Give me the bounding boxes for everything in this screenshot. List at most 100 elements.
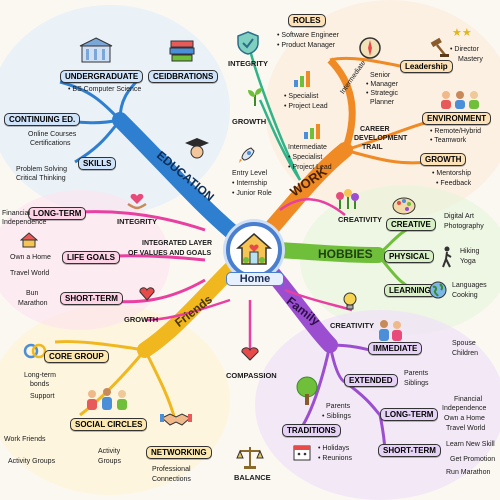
extended-line2: Siblings	[404, 380, 429, 387]
physical-line1: Hiking	[460, 248, 480, 255]
environment-node[interactable]: ENVIRONMENT	[422, 112, 492, 126]
bar-chart-icon	[292, 68, 314, 93]
heart-icon	[138, 286, 156, 307]
activity2-line1: Activity	[98, 448, 121, 455]
celebrations-node[interactable]: CEIDBRATIONS	[148, 70, 219, 84]
handshake-icon	[160, 408, 192, 435]
travel-label: Travel World	[10, 270, 50, 277]
creativity-flowers-icon	[334, 188, 360, 215]
immediate-line2: Children	[452, 350, 479, 357]
entry-line1: Entry Level	[232, 170, 268, 177]
senior-line1: • Manager	[366, 81, 399, 88]
lightbulb-icon	[342, 292, 358, 317]
intermediate-line1: • Specialist	[288, 154, 323, 161]
leadership-node[interactable]: Leadership	[400, 60, 453, 74]
financial-line2: Independence	[2, 219, 47, 226]
traditions-line1: • Holidays	[318, 445, 350, 452]
values-growth-label: GROWTH	[124, 315, 159, 324]
house-icon	[19, 232, 39, 253]
work-growth-label: GROWTH	[232, 117, 267, 126]
compassion-heart-icon	[238, 344, 262, 369]
life-goals-node[interactable]: LIFE GOALS	[62, 251, 120, 265]
intermediate-top-line2: • Project Lead	[284, 103, 328, 110]
networking-node[interactable]: NETWORKING	[146, 446, 212, 460]
hands-heart-icon	[126, 190, 148, 215]
roles-line2: • Product Manager	[277, 42, 336, 49]
environment-line1: • Remote/Hybrid	[430, 128, 482, 135]
immediate-line1: Spouse	[452, 340, 476, 347]
hobbies-creativity2-label: CREATIVITY	[330, 321, 375, 330]
learning-line1: Languages	[452, 282, 487, 289]
rocket-icon	[236, 146, 256, 171]
university-building-icon	[78, 36, 114, 71]
values-integrity-label: INTEGRITY	[117, 217, 158, 226]
marathon-label: Marathon	[18, 300, 48, 307]
extended-node[interactable]: EXTENDED	[344, 374, 398, 388]
continuing-line2: Certifications	[30, 140, 71, 147]
stars-icon: ★★	[452, 27, 472, 39]
undergraduate-detail: • BS Computer Science	[68, 86, 142, 93]
own-home-label: Own a Home	[10, 254, 51, 261]
extended-line1: Parents	[404, 370, 429, 377]
balance-label: BALANCE	[234, 473, 271, 482]
traditions-node[interactable]: TRADITIONS	[282, 424, 341, 438]
creative-line1: Digital Art	[444, 213, 474, 220]
center-label: Home	[226, 272, 284, 286]
family-short-line2: Get Promotion	[450, 456, 496, 463]
physical-node[interactable]: PHYSICAL	[384, 250, 435, 264]
family-people-icon	[376, 318, 406, 347]
entry-line3: • Junior Role	[232, 190, 272, 197]
roles-node[interactable]: ROLES	[288, 14, 326, 28]
growth2-node[interactable]: GROWTH	[420, 153, 467, 167]
traditions-line2: • Reunions	[318, 455, 352, 462]
family-long-term-node[interactable]: LONG-TERM	[380, 408, 439, 422]
book-stack-icon	[168, 38, 196, 69]
skills-node[interactable]: SKILLS	[78, 157, 117, 171]
core-group-node[interactable]: CORE GROUP	[44, 350, 109, 364]
environment-line2: • Teamwork	[430, 137, 467, 144]
continuing-ed-node[interactable]: CONTINUING ED.	[4, 113, 81, 127]
undergraduate-node[interactable]: UNDERGRADUATE	[60, 70, 144, 84]
intermediate-title: Intermediate	[288, 144, 327, 151]
social-group-icon	[82, 382, 132, 417]
team-people-icon	[438, 88, 482, 115]
core-line3: Support	[30, 393, 55, 400]
trail-line2: DEVELOPMENT	[354, 135, 408, 142]
house-heart-icon	[236, 233, 272, 265]
immediate-node[interactable]: IMMEDIATE	[368, 342, 423, 356]
senior-line3: Planner	[370, 99, 395, 106]
rising-chart-icon	[302, 120, 324, 145]
work-friends-label: Work Friends	[4, 436, 46, 443]
senior-line2: • Strategic	[366, 90, 399, 97]
trail-line3: TRAIL	[362, 144, 383, 151]
activity-groups-label: Activity Groups	[8, 458, 56, 465]
family-long-line4: Travel World	[446, 425, 486, 432]
branch-label-hobbies: HOBBIES	[318, 247, 373, 261]
center-home-node[interactable]	[226, 222, 282, 278]
long-term-values-node[interactable]: LONG-TERM	[28, 207, 87, 221]
integrated-line1: INTEGRATED LAYER	[142, 240, 213, 247]
graduation-cap-icon	[184, 134, 210, 165]
leadership-line2: Mastery	[458, 56, 483, 63]
networking-line2: Connections	[152, 476, 191, 483]
activity2-line2: Groups	[98, 458, 121, 465]
integrated-line2: OF VALUES AND GOALS	[128, 250, 212, 257]
financial-line1: Financial	[2, 210, 31, 217]
family-long-line2: Independence	[442, 405, 487, 412]
roles-line1: • Software Engineer	[277, 32, 339, 39]
family-short-term-node[interactable]: SHORT-TERM	[378, 444, 441, 458]
gavel-icon	[428, 36, 450, 63]
short-term-values-node[interactable]: SHORT-TERM	[60, 292, 123, 306]
creative-line2: Photography	[444, 223, 484, 230]
entry-line2: • Internship	[232, 180, 268, 187]
family-long-line1: Financial	[454, 396, 483, 403]
core-line1: Long-term	[24, 372, 56, 379]
continuing-line1: Online Courses	[28, 131, 77, 138]
creative-node[interactable]: CREATIVE	[386, 218, 436, 232]
leadership-line1: • Director	[450, 46, 479, 53]
learning-line2: Cooking	[452, 292, 478, 299]
sprout-icon	[246, 86, 264, 113]
social-circles-node[interactable]: SOCIAL CIRCLES	[70, 418, 148, 432]
intermediate-top-line1: • Specialist	[284, 93, 319, 100]
